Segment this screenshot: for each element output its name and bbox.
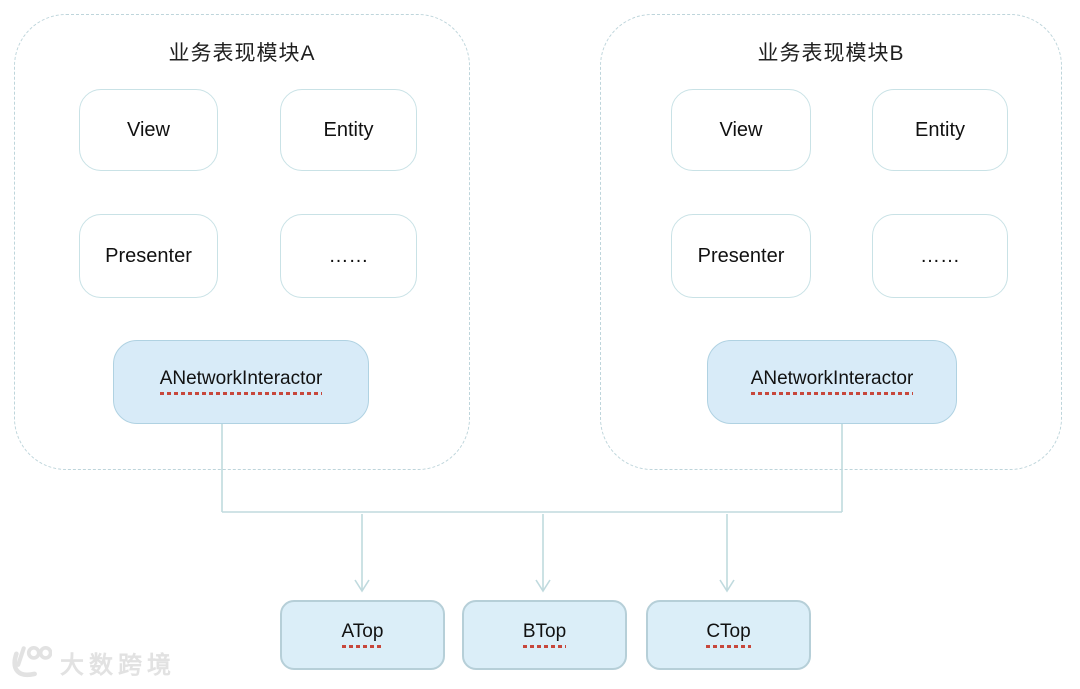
module-a-presenter-label: Presenter (105, 244, 192, 267)
module-a-ellipsis-box: …… (280, 214, 417, 298)
module-a-view-box: View (79, 89, 218, 171)
ctop-label: CTop (706, 621, 751, 649)
module-a-view-label: View (127, 118, 170, 141)
arrow-atop-head (354, 579, 370, 593)
btop-box: BTop (462, 600, 627, 670)
module-a-entity-label: Entity (323, 118, 374, 141)
module-b-title: 业务表现模块B (757, 42, 905, 65)
module-b-view-label: View (719, 118, 763, 141)
module-b-ellipsis-label: …… (920, 244, 960, 267)
module-b: 业务表现模块B View Entity Presenter …… ANetwor… (600, 14, 1062, 470)
watermark-text: 大数跨境 (60, 651, 176, 679)
module-a-presenter-box: Presenter (79, 214, 218, 298)
watermark: 大数跨境 (10, 644, 176, 680)
module-a-ellipsis-label: …… (328, 244, 369, 267)
module-b-presenter-box: Presenter (671, 214, 811, 298)
atop-label: ATop (341, 621, 384, 649)
module-a: 业务表现模块A View Entity Presenter …… ANetwor… (14, 14, 470, 470)
module-b-entity-box: Entity (872, 89, 1008, 171)
atop-box: ATop (280, 600, 445, 670)
module-a-network-interactor-label: ANetworkInteractor (159, 368, 323, 396)
module-b-entity-label: Entity (914, 118, 966, 141)
module-b-view-box: View (671, 89, 811, 171)
module-a-title: 业务表现模块A (168, 42, 316, 65)
module-b-network-interactor-box: ANetworkInteractor (707, 340, 957, 424)
btop-label: BTop (522, 621, 567, 649)
module-a-network-interactor-box: ANetworkInteractor (113, 340, 369, 424)
module-a-entity-box: Entity (280, 89, 417, 171)
ctop-box: CTop (646, 600, 811, 670)
module-b-ellipsis-box: …… (872, 214, 1008, 298)
watermark-100-logo (12, 646, 52, 678)
module-b-network-interactor-label: ANetworkInteractor (750, 368, 914, 396)
arrow-btop-head (535, 579, 551, 593)
module-b-presenter-label: Presenter (697, 244, 785, 267)
arrow-ctop-head (719, 579, 735, 593)
